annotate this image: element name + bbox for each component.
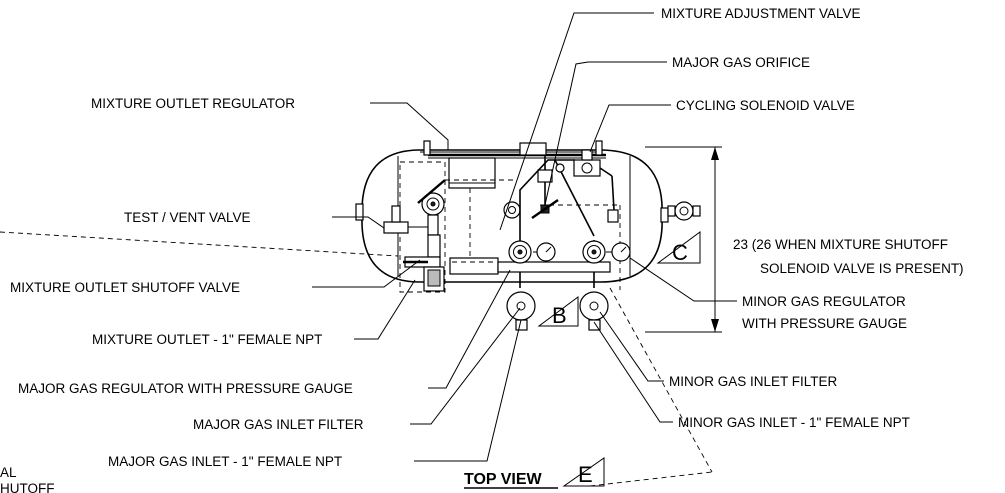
top-view-title: TOP VIEW [464,471,558,489]
label-major-gas-inlet-filter: MAJOR GAS INLET FILTER [193,417,364,432]
callout-c: C [656,231,701,265]
label-mixture-outlet: MIXTURE OUTLET - 1" FEMALE NPT [92,332,322,347]
minor-gas-regulator [582,240,631,264]
label-major-gas-orifice: MAJOR GAS ORIFICE [672,55,810,70]
label-partial-line1: AL [0,465,17,480]
callout-b: B [537,296,579,328]
label-minor-gas-regulator-line2: WITH PRESSURE GAUGE [742,316,907,331]
svg-text:B: B [552,303,567,328]
svg-text:TOP VIEW: TOP VIEW [464,471,543,488]
labels: MIXTURE ADJUSTMENT VALVE MAJOR GAS ORIFI… [0,6,964,493]
label-major-gas-inlet: MAJOR GAS INLET - 1" FEMALE NPT [108,454,342,469]
label-mixture-adjustment-valve: MIXTURE ADJUSTMENT VALVE [661,6,861,21]
test-vent-valve [383,205,428,234]
mixture-adjustment-valve [503,155,559,219]
label-minor-gas-inlet: MINOR GAS INLET - 1" FEMALE NPT [678,415,910,430]
mixture-outlet-assembly [403,234,445,292]
label-mixture-outlet-regulator: MIXTURE OUTLET REGULATOR [91,96,295,111]
label-dimension-line2: SOLENOID VALVE IS PRESENT) [760,261,964,276]
callout-e: E [562,457,605,487]
leader-lines [312,12,737,462]
major-gas-regulator [508,240,556,264]
label-minor-gas-regulator-line1: MINOR GAS REGULATOR [742,294,906,309]
svg-text:C: C [672,240,688,265]
top-frame [423,140,606,189]
major-gas-orifice [519,159,595,240]
label-partial-line2: HUTOFF [0,481,55,493]
construction-lines [0,231,713,487]
cycling-solenoid-valve [573,149,619,223]
left-enclosure [399,161,621,293]
mixture-outlet-regulator [417,179,446,236]
label-minor-gas-inlet-filter: MINOR GAS INLET FILTER [669,374,838,389]
label-cycling-solenoid-valve: CYCLING SOLENOID VALVE [676,98,855,113]
label-test-vent-valve: TEST / VENT VALVE [124,210,251,225]
minor-gas-inlet-filter [579,272,609,331]
major-gas-inlet-filter [506,272,536,331]
label-dimension-line1: 23 (26 WHEN MIXTURE SHUTOFF [733,237,948,252]
svg-text:E: E [578,462,593,487]
label-major-gas-regulator: MAJOR GAS REGULATOR WITH PRESSURE GAUGE [18,381,353,396]
tank-body [355,149,701,283]
label-mixture-outlet-shutoff-valve: MIXTURE OUTLET SHUTOFF VALVE [10,280,240,295]
